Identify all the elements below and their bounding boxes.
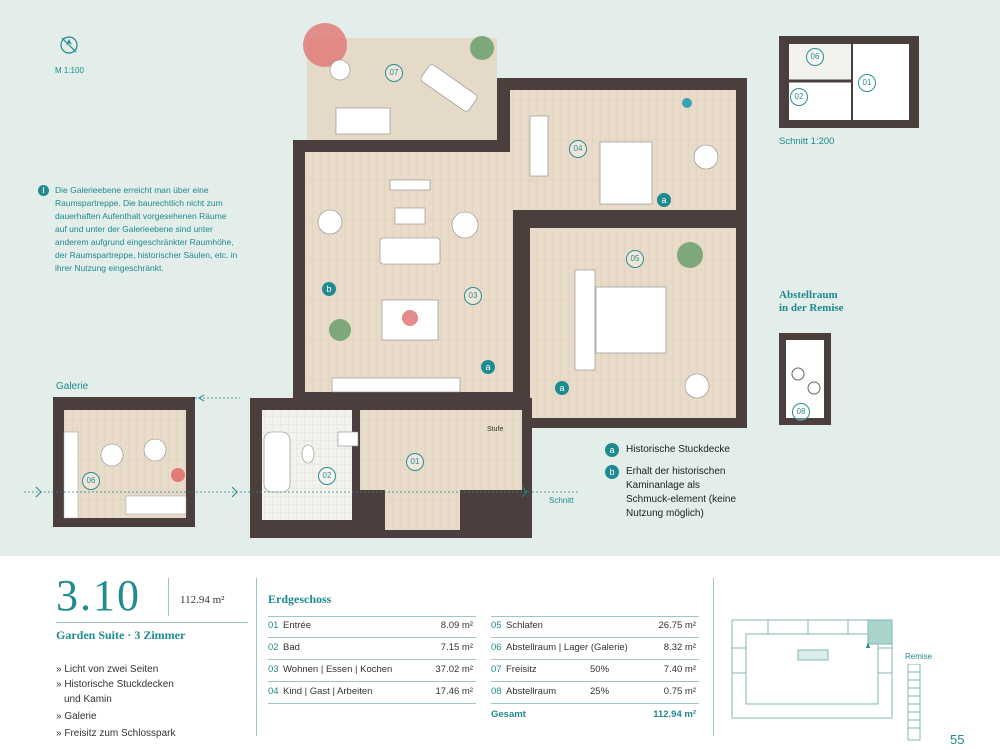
- room-area: 7.15 m²: [440, 642, 473, 653]
- floor-plan-area: M 1:100 i Die Galerieebene erreicht man …: [0, 0, 1000, 556]
- room-marker-04: 04: [569, 140, 587, 158]
- schnitt-line-label: Schnitt: [549, 496, 574, 505]
- unit-info-panel: 3.10 112.94 m² Garden Suite · 3 Zimmer »…: [0, 556, 1000, 750]
- room-name: Kind | Gast | Arbeiten: [283, 686, 373, 697]
- row-rule: [491, 659, 699, 660]
- table-heading: Erdgeschoss: [268, 592, 332, 606]
- legend-badge-b: b: [605, 465, 619, 479]
- badge-a-room04: a: [657, 193, 671, 207]
- galerie-label: Galerie: [56, 381, 89, 392]
- room-area: 17.46 m²: [435, 686, 474, 697]
- stufe-label: Stufe: [487, 426, 504, 433]
- room-marker-07: 07: [385, 64, 403, 82]
- room-name: Freisitz: [506, 664, 537, 675]
- room-num: 06: [491, 642, 502, 653]
- legend-text-b: Erhalt der historischen Kaminanlage als …: [626, 466, 737, 519]
- room-num: 05: [491, 620, 502, 631]
- north-arrow-icon: [59, 35, 79, 55]
- feature-4: » Freisitz zum Schlosspark: [56, 728, 176, 739]
- unit-area: 112.94 m²: [180, 594, 225, 606]
- room-name: Schlafen: [506, 620, 543, 631]
- badge-b-living: b: [322, 282, 336, 296]
- room-num: 07: [491, 664, 502, 675]
- room-share: 50%: [590, 664, 610, 675]
- room-num: 08: [491, 686, 502, 697]
- row-rule: [268, 659, 476, 660]
- row-rule: [491, 637, 699, 638]
- info-icon: i: [38, 185, 49, 196]
- room-area: 26.75 m²: [658, 620, 697, 631]
- room-share: 25%: [590, 686, 610, 697]
- key-plan: [731, 619, 893, 719]
- room-area: 0.75 m²: [663, 686, 696, 697]
- feature-2: » Historische Stuckdecken: [56, 679, 174, 690]
- badge-a-living: a: [481, 360, 495, 374]
- remise-key-label: Remise: [905, 652, 933, 661]
- room-marker-02: 02: [318, 467, 336, 485]
- legend-text-a: Historische Stuckdecke: [626, 444, 730, 455]
- room-area: 37.02 m²: [435, 664, 474, 675]
- info-text: Die Galerieebene erreicht man über eine …: [55, 185, 238, 273]
- room-num: 03: [268, 664, 279, 675]
- room-area: 8.32 m²: [663, 642, 696, 653]
- row-rule: [491, 616, 699, 617]
- room-num: 01: [268, 620, 279, 631]
- unit-number: 3.10: [56, 571, 141, 620]
- room-num: 04: [268, 686, 279, 697]
- schnitt-scale-label: Schnitt 1:200: [779, 136, 835, 147]
- unit-number-divider: [168, 578, 169, 616]
- feature-2b: und Kamin: [64, 694, 112, 705]
- remise-title-line2: in der Remise: [779, 302, 844, 314]
- feature-1: » Licht von zwei Seiten: [56, 664, 159, 675]
- total-label: Gesamt: [491, 709, 526, 720]
- key-plan-divider: [713, 578, 714, 736]
- room-name: Bad: [283, 642, 300, 653]
- feature-3: » Galerie: [56, 711, 97, 722]
- badge-a-room05: a: [555, 381, 569, 395]
- plan-scale: M 1:100: [55, 66, 84, 75]
- row-rule: [491, 681, 699, 682]
- room-area: 7.40 m²: [663, 664, 696, 675]
- legend-badge-a: a: [605, 443, 619, 457]
- section-marker-06: 06: [806, 48, 824, 66]
- section-marker-01: 01: [858, 74, 876, 92]
- unit-subtitle: Garden Suite · 3 Zimmer: [56, 628, 186, 642]
- row-rule: [268, 681, 476, 682]
- unit-title-rule: [56, 622, 248, 623]
- floor-plan-drawing: [24, 23, 919, 538]
- room-name: Entrée: [283, 620, 311, 631]
- room-num: 02: [268, 642, 279, 653]
- room-marker-06: 06: [82, 472, 100, 490]
- room-marker-05: 05: [626, 250, 644, 268]
- page-number: 55: [950, 732, 965, 747]
- room-name: Abstellraum: [506, 686, 557, 697]
- row-rule: [268, 637, 476, 638]
- total-value: 112.94 m²: [653, 709, 696, 720]
- remise-key-plan: [907, 664, 921, 741]
- section-divider: [256, 578, 257, 736]
- row-rule: [268, 703, 476, 704]
- section-marker-02: 02: [790, 88, 808, 106]
- room-marker-03: 03: [464, 287, 482, 305]
- room-area: 8.09 m²: [440, 620, 473, 631]
- row-rule: [268, 616, 476, 617]
- remise-title-line1: Abstellraum: [779, 289, 838, 301]
- room-name: Abstellraum | Lager (Galerie): [506, 642, 628, 653]
- room-name: Wohnen | Essen | Kochen: [283, 664, 393, 675]
- row-rule: [491, 703, 699, 704]
- room-marker-01: 01: [406, 453, 424, 471]
- room-marker-08: 08: [792, 403, 810, 421]
